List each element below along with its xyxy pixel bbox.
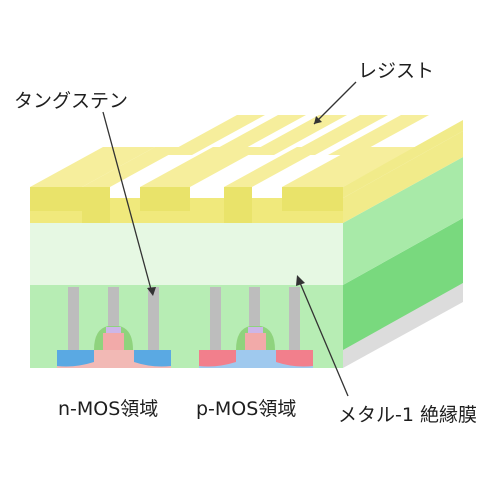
leader-lines bbox=[102, 81, 357, 397]
gate-contact bbox=[248, 327, 263, 333]
gate bbox=[103, 333, 124, 350]
nmos-region-label: n-MOS領域 bbox=[58, 398, 159, 420]
tungsten-leader-line bbox=[102, 111, 153, 294]
lower-insulator-side bbox=[343, 218, 463, 350]
resist-line-top bbox=[82, 147, 183, 187]
tungsten-plugs bbox=[68, 287, 300, 350]
resist-line-front bbox=[282, 187, 343, 211]
resist-line-front bbox=[30, 187, 82, 211]
resist-line-top bbox=[140, 147, 263, 187]
resist-line-front bbox=[140, 187, 190, 211]
nmos-transistor bbox=[57, 326, 171, 368]
metal1-insulator-label: メタル-1 絶縁膜 bbox=[338, 404, 477, 426]
metal1-insulator-front bbox=[30, 223, 343, 285]
resist-label: レジスト bbox=[358, 60, 435, 82]
p-diffusion-right bbox=[276, 350, 313, 367]
gate bbox=[245, 333, 266, 350]
tungsten-plug bbox=[210, 287, 221, 350]
resist-line-top bbox=[328, 115, 429, 155]
resist-layer-side bbox=[343, 131, 463, 223]
resist-line-top bbox=[224, 147, 325, 187]
resist-leader-arrowhead bbox=[314, 116, 322, 124]
tungsten-plug bbox=[249, 287, 260, 327]
tungsten-plug bbox=[68, 287, 79, 350]
resist-leader-line bbox=[313, 81, 357, 125]
resist-line-top bbox=[246, 115, 347, 155]
insulator-leader-line bbox=[297, 277, 349, 397]
resist-line-top bbox=[205, 115, 306, 155]
gate-contact bbox=[106, 327, 121, 333]
resist-line-front bbox=[82, 187, 110, 223]
resist-line-top bbox=[282, 147, 416, 187]
n-diffusion-left bbox=[57, 350, 94, 367]
pmos-region-label: p-MOS領域 bbox=[196, 398, 297, 420]
resist-line-top bbox=[287, 115, 388, 155]
n-diffusion-right bbox=[134, 350, 171, 367]
tungsten-leader-arrowhead bbox=[147, 287, 156, 296]
tungsten-plug bbox=[108, 287, 119, 327]
resist-line-front bbox=[224, 187, 252, 223]
metal1-insulator-side bbox=[343, 157, 463, 285]
pmos-transistor bbox=[199, 326, 313, 368]
p-diffusion-left bbox=[199, 350, 236, 367]
resist-lines bbox=[30, 115, 463, 223]
resist-line-side bbox=[343, 120, 463, 198]
base-side-face bbox=[343, 283, 463, 368]
resist-line-top bbox=[164, 115, 265, 155]
insulator-leader-arrowhead bbox=[296, 275, 305, 286]
tungsten-label: タングステン bbox=[14, 90, 129, 112]
resist-line-top bbox=[30, 147, 155, 187]
tungsten-plug bbox=[148, 287, 159, 350]
tungsten-plug bbox=[289, 287, 300, 350]
